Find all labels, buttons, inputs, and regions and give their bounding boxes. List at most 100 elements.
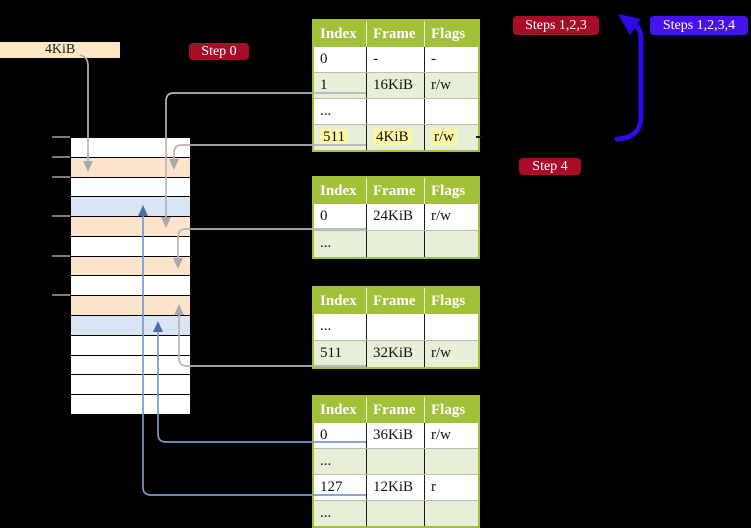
- memory-frame-row-peach: [71, 157, 190, 178]
- table-cell: [425, 501, 478, 526]
- table-cell: [425, 99, 478, 124]
- column-header-flags: Flags: [431, 293, 466, 309]
- table-cell: 36KiB: [367, 423, 425, 448]
- column-header-index: Index: [314, 21, 367, 47]
- table-cell: 0: [314, 47, 367, 72]
- column-header-index: Index: [314, 178, 367, 204]
- step0-badge: Step 0: [189, 43, 249, 60]
- cell-value: 511: [320, 345, 342, 361]
- table-row: 127 12KiB r: [314, 474, 478, 500]
- cell-value: 0: [320, 51, 328, 67]
- table-cell: 4KiB: [367, 125, 425, 150]
- highlighted-value: 4KiB: [373, 129, 412, 145]
- column-header-index: Index: [314, 397, 367, 423]
- table-cell: 511: [314, 341, 367, 367]
- column-header-frame: Frame: [367, 21, 425, 47]
- cell-value: ...: [320, 505, 332, 521]
- cell-value: r/w: [431, 427, 451, 443]
- table-cell: -: [367, 47, 425, 72]
- column-header-index: Index: [314, 288, 367, 314]
- table-row: 511 4KiB r/w: [314, 124, 478, 150]
- cell-value: 36KiB: [373, 427, 414, 443]
- table-cell: [367, 314, 425, 340]
- cell-value: ...: [320, 318, 332, 334]
- table-cell: r/w: [425, 341, 478, 367]
- arrowhead-up-left-icon: [618, 14, 641, 35]
- cell-value: ...: [320, 103, 332, 119]
- table-cell: [367, 231, 425, 257]
- table-cell: 32KiB: [367, 341, 425, 367]
- table-cell: -: [425, 47, 478, 72]
- table-cell: ...: [314, 501, 367, 526]
- table-cell: [425, 314, 478, 340]
- table-cell: [367, 501, 425, 526]
- table-cell: ...: [314, 449, 367, 474]
- table-row: ...: [314, 500, 478, 526]
- memory-frame-row-peach: [71, 296, 190, 317]
- table-row: ...: [314, 98, 478, 124]
- frame-size-badge: 4KiB: [0, 42, 120, 58]
- cell-value: -: [431, 51, 436, 67]
- column-header-flags: Flags: [431, 183, 466, 199]
- table-row: 0 - -: [314, 47, 478, 72]
- cell-value: ...: [320, 235, 332, 251]
- highlighted-value: 511: [320, 129, 348, 145]
- table-row: 0 36KiB r/w: [314, 423, 478, 448]
- table-cell: r/w: [425, 125, 478, 150]
- highlighted-value: r/w: [431, 129, 457, 145]
- table-cell: 0: [314, 423, 367, 448]
- column-header-flags: Flags: [431, 26, 466, 42]
- memory-tick: [52, 294, 70, 296]
- table-cell: 1: [314, 73, 367, 98]
- memory-frame-row-white: [71, 335, 190, 356]
- column-header-flags: Flags: [431, 402, 466, 418]
- table-row: 0 24KiB r/w: [314, 204, 478, 230]
- memory-frame-row-white: [71, 177, 190, 198]
- cell-value: r/w: [431, 77, 451, 93]
- cell-value: r: [431, 479, 436, 495]
- steps123-badge: Steps 1,2,3: [513, 16, 599, 35]
- table-cell: 12KiB: [367, 475, 425, 500]
- cell-value: r/w: [431, 345, 451, 361]
- table-cell: r: [425, 475, 478, 500]
- table-row: ...: [314, 230, 478, 257]
- cell-value: 1: [320, 77, 328, 93]
- table-row: 511 32KiB r/w: [314, 340, 478, 367]
- table-row: 1 16KiB r/w: [314, 72, 478, 98]
- table-cell: [367, 99, 425, 124]
- memory-frame-row-blue: [71, 316, 190, 336]
- memory-tick: [52, 136, 70, 138]
- memory-frame-row-blue: [71, 197, 190, 218]
- memory-frame-row-white: [71, 395, 190, 414]
- column-header-frame: Frame: [367, 288, 425, 314]
- table-cell: 24KiB: [367, 204, 425, 230]
- cell-value: 127: [320, 479, 343, 495]
- memory-frame-row-white: [71, 375, 190, 396]
- arrow-recursive-loop: [614, 19, 644, 142]
- memory-frame-row-white: [71, 355, 190, 376]
- table-cell: 127: [314, 475, 367, 500]
- memory-frame-row-white: [71, 276, 190, 297]
- table-cell: 0: [314, 204, 367, 230]
- table-cell: r/w: [425, 204, 478, 230]
- cell-value: -: [373, 51, 378, 67]
- cell-value: r/w: [431, 208, 451, 224]
- cell-value: ...: [320, 453, 332, 469]
- column-header-frame: Frame: [367, 397, 425, 423]
- cell-value: 32KiB: [373, 345, 414, 361]
- cell-value: 0: [320, 208, 328, 224]
- memory-frame-row-peach: [71, 217, 190, 237]
- table-row: ...: [314, 448, 478, 474]
- memory-tick: [52, 255, 70, 257]
- steps1234-badge: Steps 1,2,3,4: [650, 16, 748, 35]
- table-cell: r/w: [425, 423, 478, 448]
- column-header-frame: Frame: [367, 178, 425, 204]
- memory-tick: [52, 156, 70, 158]
- cell-value: 24KiB: [373, 208, 414, 224]
- table-row: ...: [314, 314, 478, 340]
- cell-value: 16KiB: [373, 77, 414, 93]
